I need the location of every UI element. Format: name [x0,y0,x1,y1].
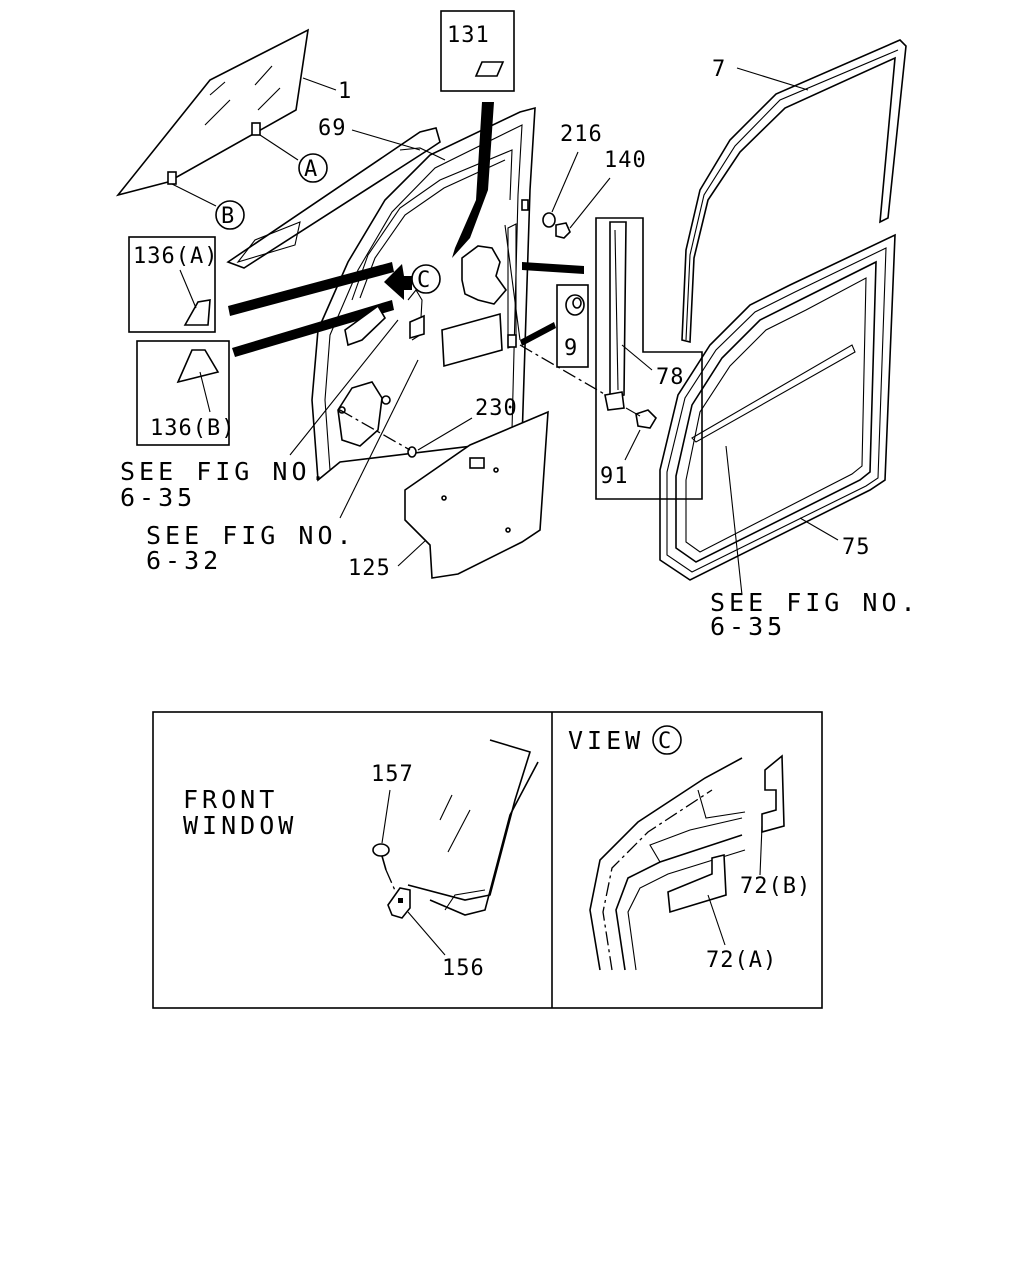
leader-72b [759,825,763,876]
pointer-136a [228,262,394,316]
part-label-136a: 136(A) [133,244,218,269]
see-fig-2-line2: 6-32 [146,546,222,575]
clip-230 [407,446,417,458]
see-fig-3-line1: SEE FIG NO. [710,588,920,617]
bolt-140 [555,222,571,239]
front-window-glass [407,739,539,916]
part-label-156: 156 [442,956,485,981]
svg-text:C: C [658,729,672,754]
leader-157 [381,789,391,844]
bracket-156 [387,887,411,919]
leader-216 [551,151,579,213]
centerline-230 [339,409,411,451]
view-c-circle: C [652,725,682,755]
detail-inset-frame [152,711,823,1009]
washer-216 [542,212,556,228]
view-c-arrow [384,264,412,300]
screw-157 [372,843,390,871]
part-label-216: 216 [560,122,603,147]
leader-1 [302,77,337,91]
part-136a-box [128,236,216,333]
part-label-131: 131 [447,23,490,48]
see-fig-1-line2: 6-35 [120,483,196,512]
trim-panel-125 [404,410,549,579]
part-136b-box [136,340,230,446]
ref-circle-c: C [411,264,441,294]
centerline-78 [519,344,607,396]
view-c-door-frame [589,757,746,971]
part-label-230: 230 [475,396,518,421]
pointer-131 [452,102,494,258]
part-78-91-box [595,217,703,500]
leader-see-fig-3 [725,445,743,596]
part-131-box [440,10,515,92]
leader-140 [569,177,611,229]
front-window-line1: FRONT [183,785,278,814]
beltline-strip-part [226,127,446,269]
leader-69 [351,129,421,151]
door-glass-part [115,28,310,207]
leader-see-fig-2 [339,359,419,519]
part-label-1: 1 [338,79,352,104]
centerline-157 [385,869,398,896]
svg-text:A: A [304,157,318,182]
part-label-9: 9 [564,336,578,361]
seal-72a [667,853,727,914]
leader-91 [624,429,641,461]
svg-text:C: C [417,268,431,293]
pointer-9b [520,322,556,346]
front-window-line2: WINDOW [183,811,297,840]
svg-text:B: B [221,204,235,229]
part-label-136b: 136(B) [150,416,235,441]
ref-circle-b: B [215,200,245,230]
door-inner-frame [311,106,536,482]
leader-72a [707,894,726,946]
part-label-69: 69 [318,116,347,141]
part-label-72b: 72(B) [740,874,811,899]
glass-run-channel-7 [681,39,907,344]
seal-72b [761,754,785,834]
leader-78 [621,344,653,371]
part-label-75: 75 [842,535,871,560]
leader-75 [799,517,839,541]
leader-see-fig-1 [289,319,399,456]
part-label-125: 125 [348,556,391,581]
leader-230 [417,417,473,451]
see-fig-3-line2: 6-35 [710,612,786,641]
see-fig-1-line1: SEE FIG NO. [120,457,330,486]
pointer-9a [522,262,584,274]
part-label-91: 91 [600,464,629,489]
leader-125 [397,539,427,567]
part-label-72a: 72(A) [706,948,777,973]
see-fig-2-line1: SEE FIG NO. [146,521,356,550]
ref-circle-a: A [298,153,328,183]
part-label-140: 140 [604,148,647,173]
leader-156 [407,911,446,956]
pointer-136b [232,300,394,357]
part-label-78: 78 [656,365,685,390]
part-9-box [556,284,589,368]
view-c-label: VIEW [568,726,644,755]
part-label-157: 157 [371,762,414,787]
part-label-7: 7 [712,57,726,82]
door-weatherstrip-75 [659,233,896,581]
leader-7 [736,67,809,91]
